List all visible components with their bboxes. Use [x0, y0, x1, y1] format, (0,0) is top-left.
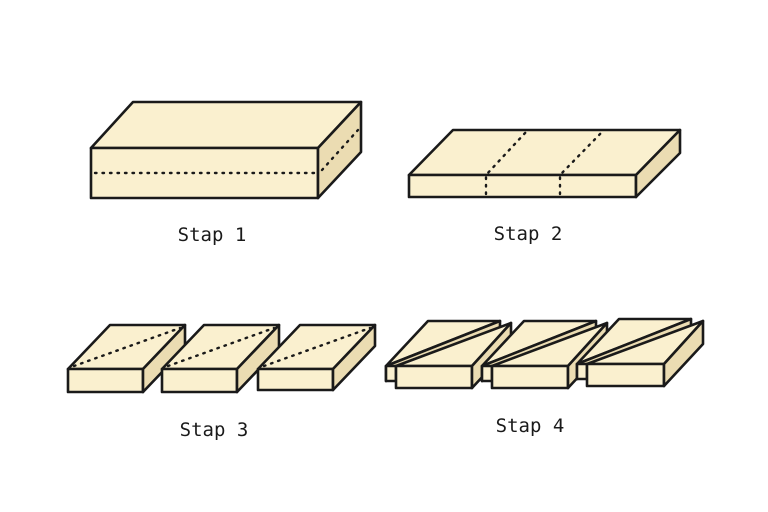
step-3-label: Stap 3 — [180, 419, 249, 441]
step-2-label: Stap 2 — [494, 223, 563, 245]
horizontal-cut-line-side — [320, 128, 360, 172]
step-2-slab — [407, 128, 682, 199]
vertical-cut-line-2 — [558, 130, 604, 196]
step-1-block — [89, 100, 363, 200]
step-4-label: Stap 4 — [496, 415, 565, 437]
vertical-cut-line-1 — [484, 130, 528, 196]
step-3-piece-2 — [160, 323, 281, 394]
step-3-pieces — [66, 323, 377, 394]
step-1-label: Stap 1 — [178, 224, 247, 246]
step-3-piece-3 — [256, 323, 377, 392]
step-3-piece-1 — [66, 323, 187, 394]
step-4-triangles — [384, 317, 705, 390]
step-4-pair-3 — [575, 317, 705, 388]
